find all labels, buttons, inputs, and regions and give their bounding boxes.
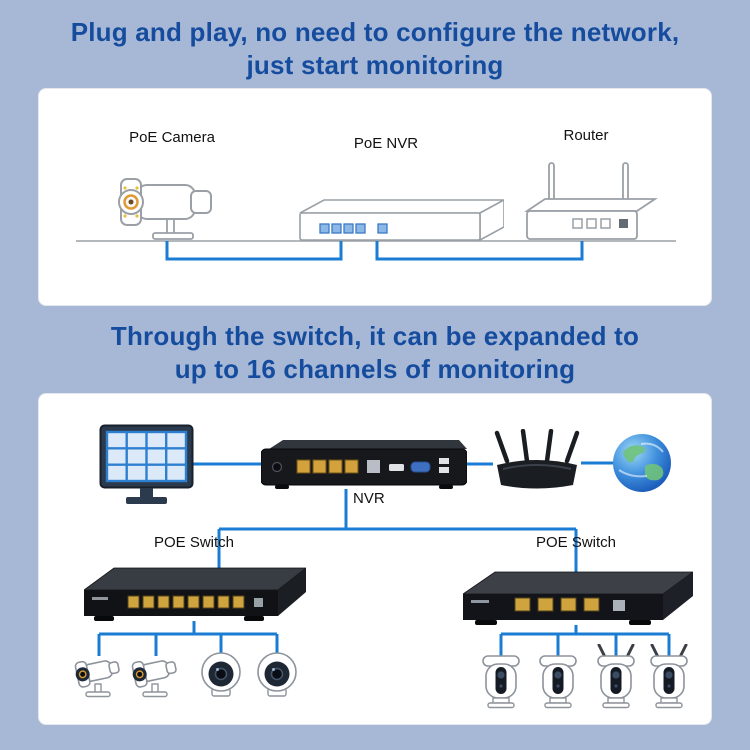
right-poe-switch-label: POE Switch <box>535 534 617 551</box>
router-label: Router <box>563 127 609 144</box>
headline-bottom-line2: up to 16 channels of monitoring <box>174 354 576 385</box>
connection-lines-basic <box>76 240 676 261</box>
connection-lines-expanded <box>97 461 671 658</box>
globe-icon <box>613 434 671 492</box>
bullet-camera-icon <box>129 653 179 698</box>
headline-top-line2: just start monitoring <box>246 50 504 81</box>
left-poe-switch-label: POE Switch <box>153 534 235 551</box>
dome-camera-icon <box>201 652 241 697</box>
headline-bottom: Through the switch, it can be expanded t… <box>0 320 750 387</box>
poe-camera-label: PoE Camera <box>129 129 215 146</box>
poe-switch-left-icon <box>84 567 306 621</box>
nvr-line-icon <box>299 199 504 242</box>
headline-bottom-line1: Through the switch, it can be expanded t… <box>110 321 640 351</box>
basic-setup-panel: PoE Camera PoE NVR Router <box>38 88 712 306</box>
headline-top-line1: Plug and play, no need to configure the … <box>70 17 680 47</box>
nvr-label: NVR <box>353 490 385 507</box>
nvr-icon <box>261 440 467 489</box>
expanded-setup-panel: NVR POE Switch POE Switch <box>38 393 712 725</box>
monitor-icon <box>99 424 194 504</box>
router-line-icon <box>524 162 658 240</box>
poe-switch-right-icon <box>463 571 693 625</box>
bullet-camera-icon <box>72 653 122 698</box>
bullet-camera-line-icon <box>118 178 212 240</box>
poe-nvr-label: PoE NVR <box>353 135 419 152</box>
ptz-camera-wifi-icon <box>597 644 635 709</box>
headline-top: Plug and play, no need to configure the … <box>0 16 750 83</box>
ptz-camera-wifi-icon <box>650 644 688 709</box>
dome-camera-icon <box>257 652 297 697</box>
ptz-camera-icon <box>482 655 520 709</box>
ptz-camera-icon <box>539 655 577 709</box>
wifi-router-icon <box>494 429 580 489</box>
